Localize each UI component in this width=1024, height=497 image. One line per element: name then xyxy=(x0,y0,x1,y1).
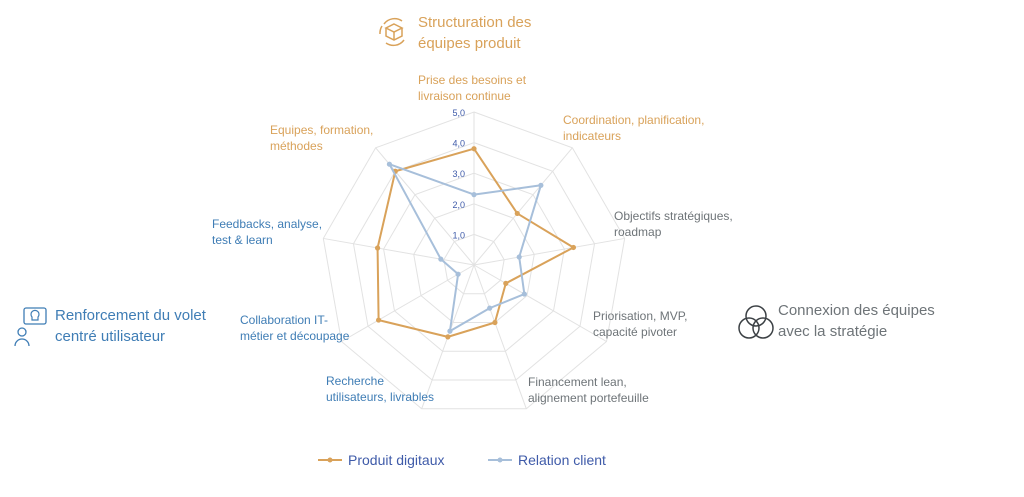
series-1-point-5 xyxy=(447,328,453,334)
legend-item-relation-client: Relation client xyxy=(488,452,606,468)
grid-spoke-1 xyxy=(473,147,573,266)
series-0-point-4 xyxy=(492,319,498,326)
series-1-point-1 xyxy=(538,182,544,188)
series-0-point-6 xyxy=(375,317,382,323)
grid-spoke-6 xyxy=(341,264,475,342)
tick-label-4: 4,0 xyxy=(452,139,465,149)
grid-ring-4 xyxy=(352,142,596,381)
category-label-2: Objectifs stratégiques, roadmap xyxy=(614,209,733,239)
category-label-7: Feedbacks, analyse, test & learn xyxy=(212,217,323,247)
grid-spoke-4 xyxy=(473,264,527,409)
box-cycle-icon xyxy=(379,17,405,47)
grid-ring-2 xyxy=(413,203,535,324)
grid-ring-1 xyxy=(443,233,505,295)
group-heading-connexion: Connexion des équipes avec la stratégie xyxy=(778,302,935,340)
series-1-point-8 xyxy=(386,161,393,167)
category-label-0: Prise des besoins et livraison continue xyxy=(418,73,527,103)
category-label-3: Priorisation, MVP, capacité pivoter xyxy=(593,309,688,339)
tick-label-5: 5,0 xyxy=(452,108,465,118)
series-1-point-0 xyxy=(471,192,477,198)
user-idea-icon xyxy=(14,307,47,347)
tick-label-2: 2,0 xyxy=(452,200,465,210)
tick-label-1: 1,0 xyxy=(452,230,465,240)
group-heading-structuration: Structuration des équipes produit xyxy=(418,14,532,52)
grid-ring-3 xyxy=(383,172,565,352)
series-line-0 xyxy=(376,147,575,338)
category-label-8: Equipes, formation, méthodes xyxy=(270,123,374,153)
legend-item-produit-digitaux: Produit digitaux xyxy=(318,452,445,468)
category-label-1: Coordination, planification, indicateurs xyxy=(563,113,705,143)
group-heading-renforcement: Renforcement du volet centré utilisateur xyxy=(55,307,206,345)
tick-label-3: 3,0 xyxy=(452,169,465,179)
category-label-5: Recherche utilisateurs, livrables xyxy=(326,374,435,404)
legend-label-relation-client: Relation client xyxy=(518,452,606,468)
series-0-point-3 xyxy=(503,280,509,286)
grid-spoke-7 xyxy=(323,237,475,266)
series-1-point-4 xyxy=(487,305,493,311)
legend-label-produit-digitaux: Produit digitaux xyxy=(348,452,445,468)
grid-spoke-2 xyxy=(473,237,625,266)
series-0-point-2 xyxy=(570,244,577,251)
venn-circles-icon xyxy=(738,305,774,339)
grid-ring-5 xyxy=(322,111,626,410)
category-label-4: Financement lean, alignement portefeuill… xyxy=(528,375,649,405)
legend-swatch-produit-digitaux xyxy=(318,457,342,463)
series-1-point-3 xyxy=(521,291,527,297)
series-0-point-5 xyxy=(445,334,451,340)
series-1-point-6 xyxy=(455,271,461,277)
series-0-point-1 xyxy=(514,210,520,217)
series-1-point-7 xyxy=(438,256,444,262)
series-1-point-2 xyxy=(516,254,522,260)
legend-swatch-relation-client xyxy=(488,457,512,463)
series-0-point-0 xyxy=(471,146,477,152)
series-0-point-7 xyxy=(374,245,381,251)
series-line-1 xyxy=(388,163,542,333)
category-label-6: Collaboration IT- métier et découpage xyxy=(240,313,350,343)
grid-spoke-3 xyxy=(473,264,607,342)
